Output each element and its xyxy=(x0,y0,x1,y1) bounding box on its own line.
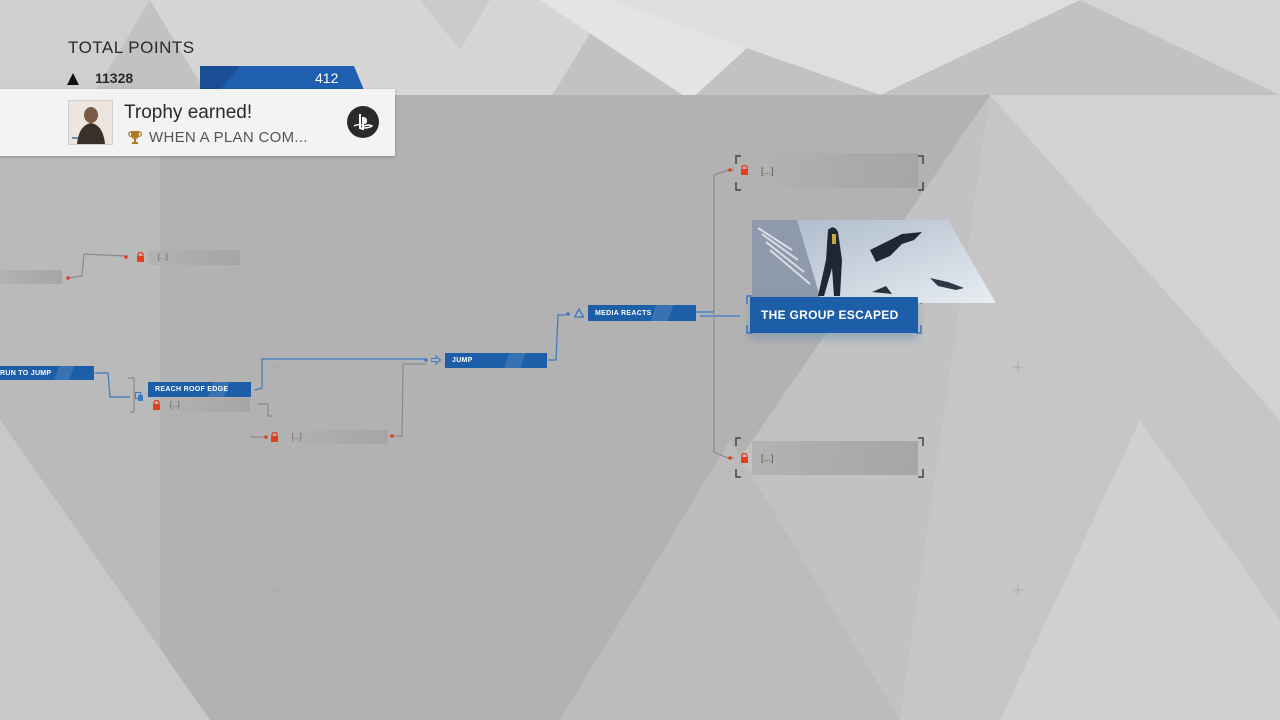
locked-node-lower[interactable]: [...] xyxy=(282,430,388,444)
node-media-reacts-label: MEDIA REACTS xyxy=(595,309,652,317)
locked-outcome-bottom[interactable]: [...] xyxy=(752,441,918,475)
copy-icon xyxy=(135,392,143,401)
trophy-cup-icon xyxy=(128,131,142,144)
locked-node-label: [...] xyxy=(292,433,302,441)
node-reach-roof-edge[interactable]: REACH ROOF EDGE xyxy=(148,382,251,397)
node-media-reacts[interactable]: MEDIA REACTS xyxy=(588,305,696,321)
lock-icon xyxy=(741,165,748,175)
lock-icon xyxy=(741,453,748,463)
triangle-icon xyxy=(67,73,79,85)
locked-node-upper-left[interactable]: [...] xyxy=(148,250,240,265)
player-avatar-image xyxy=(69,101,112,144)
locked-node-left-stub xyxy=(0,270,62,284)
trophy-name: WHEN A PLAN COM... xyxy=(149,129,308,146)
node-run-to-jump[interactable]: RUN TO JUMP xyxy=(0,366,94,380)
locked-node-label: [...] xyxy=(158,254,168,261)
total-points-value: 11328 xyxy=(95,70,134,86)
node-the-group-escaped-label: THE GROUP ESCAPED xyxy=(761,308,899,322)
ending-scene-image xyxy=(752,220,996,303)
chapter-points-value: 412 xyxy=(315,70,339,86)
lock-icon xyxy=(153,400,160,410)
node-run-to-jump-label: RUN TO JUMP xyxy=(0,369,52,377)
triangle-icon xyxy=(574,308,584,318)
trophy-title: Trophy earned! xyxy=(124,102,253,123)
node-jump[interactable]: JUMP xyxy=(445,353,547,368)
locked-node-label: [...] xyxy=(170,401,180,409)
node-the-group-escaped[interactable]: THE GROUP ESCAPED xyxy=(750,297,918,333)
locked-node-under-roof-edge[interactable]: [...] xyxy=(160,398,250,412)
lock-icon xyxy=(137,252,144,262)
node-reach-roof-edge-label: REACH ROOF EDGE xyxy=(155,386,229,393)
total-points-label: TOTAL POINTS xyxy=(68,38,195,57)
arrow-right-icon xyxy=(431,355,441,365)
trophy-notification[interactable]: Trophy earned! WHEN A PLAN COM... xyxy=(0,89,395,156)
player-avatar xyxy=(68,100,113,145)
lock-icon xyxy=(271,432,278,442)
locked-node-label: [...] xyxy=(761,165,774,176)
locked-node-label: [...] xyxy=(761,453,774,463)
playstation-logo-icon xyxy=(347,106,379,138)
node-jump-label: JUMP xyxy=(452,357,473,364)
locked-outcome-top[interactable]: [...] xyxy=(752,153,918,188)
